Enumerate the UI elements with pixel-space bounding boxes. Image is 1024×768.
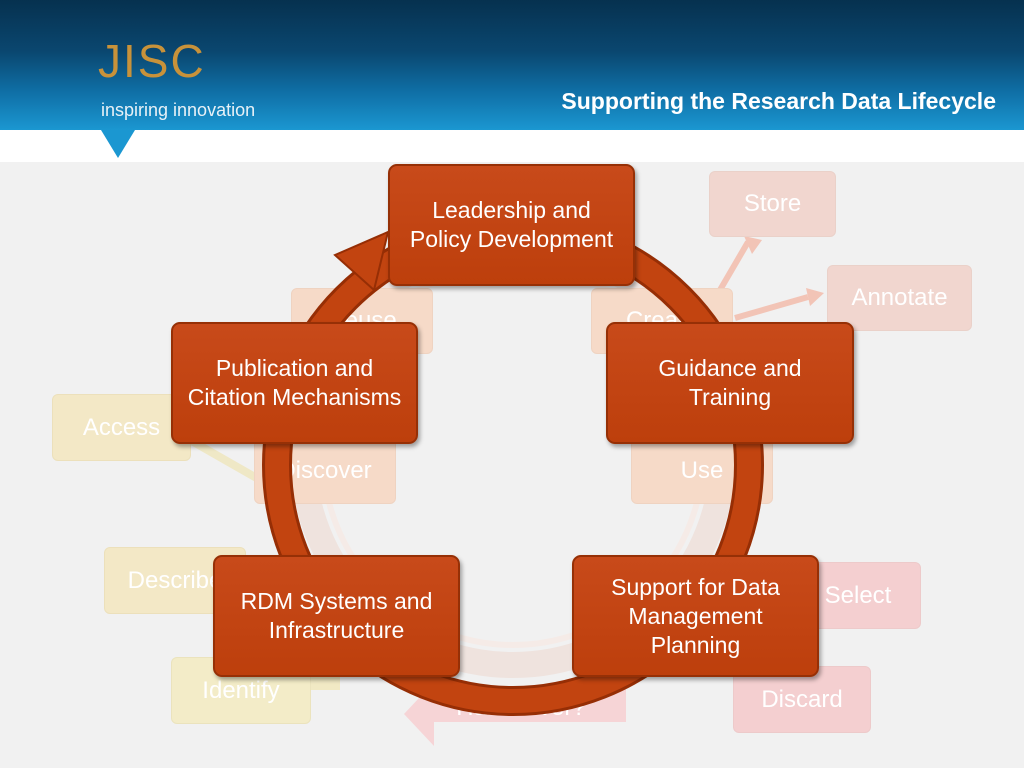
faded-arrow-access bbox=[188, 436, 262, 484]
cycle-arrowhead bbox=[333, 230, 390, 292]
faded-arrow-to-store bbox=[717, 240, 751, 292]
page-title: Supporting the Research Data Lifecycle bbox=[561, 88, 996, 114]
header-banner bbox=[0, 0, 1024, 130]
box-guidance-label: Guidance and Training bbox=[658, 355, 802, 410]
box-publication-citation: Publication and Citation Mechanisms bbox=[171, 322, 418, 444]
box-rdm-label: RDM Systems and Infrastructure bbox=[240, 588, 433, 643]
box-leadership-policy: Leadership and Policy Development bbox=[388, 164, 635, 286]
header-pointer-triangle bbox=[101, 130, 135, 158]
box-rdm-systems: RDM Systems and Infrastructure bbox=[213, 555, 460, 677]
faded-arrowhead-annotate bbox=[806, 288, 824, 306]
stage-access: Access bbox=[52, 394, 191, 461]
box-leadership-label: Leadership and Policy Development bbox=[409, 197, 614, 252]
stage-store: Store bbox=[709, 171, 836, 237]
jisc-logo: JISC bbox=[98, 35, 206, 87]
box-publication-label: Publication and Citation Mechanisms bbox=[187, 355, 402, 410]
box-guidance-training: Guidance and Training bbox=[606, 322, 854, 444]
faded-arrowhead-store bbox=[744, 236, 762, 254]
box-support-dmp: Support for Data Management Planning bbox=[572, 555, 819, 677]
faded-arrow-to-annotate bbox=[734, 294, 809, 321]
header-underline-band bbox=[0, 130, 1024, 162]
box-support-label: Support for Data Management Planning bbox=[611, 573, 780, 658]
stage-annotate: Annotate bbox=[827, 265, 972, 331]
logo-tagline: inspiring innovation bbox=[101, 100, 256, 120]
